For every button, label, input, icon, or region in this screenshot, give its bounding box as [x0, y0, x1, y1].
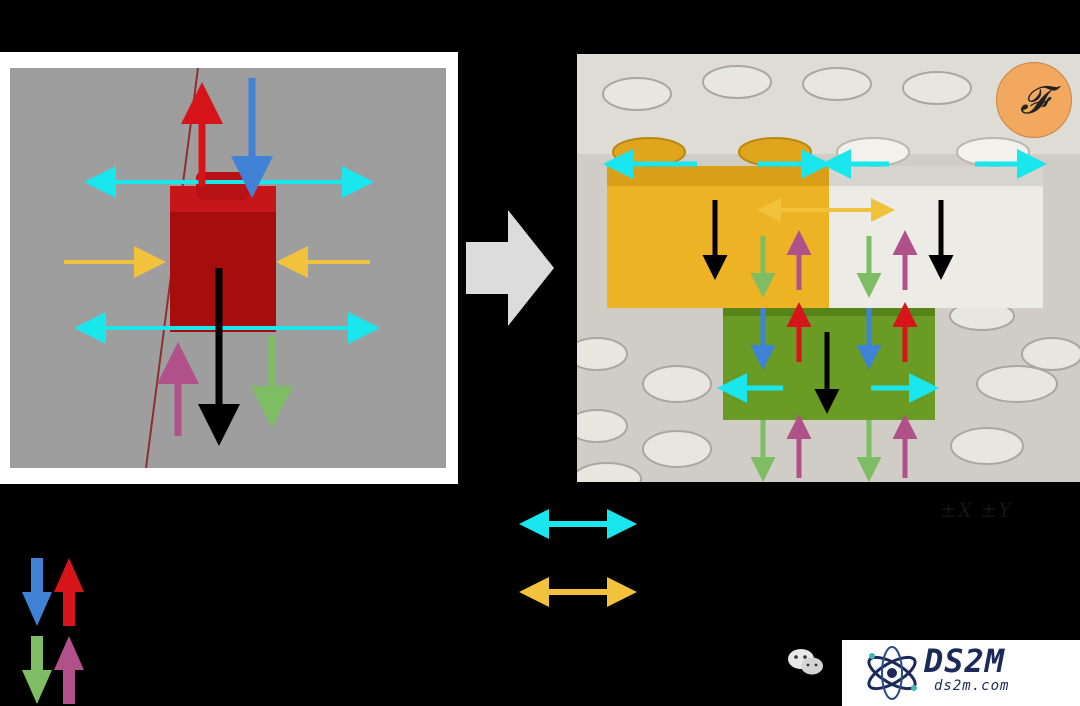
- simulation-scene: [64, 67, 380, 469]
- legend-vertical-arrows: [22, 558, 84, 704]
- white-brick: [829, 166, 1043, 308]
- wechat-icon: [788, 649, 823, 675]
- yellow-brick: [607, 166, 829, 308]
- f-badge: 𝓕: [996, 62, 1072, 138]
- lego-photo: 𝓕: [577, 54, 1080, 482]
- legend-red-arrow: [54, 558, 84, 626]
- legend-blue-arrow: [22, 558, 52, 626]
- watermark-brand: DS2M: [924, 642, 1006, 680]
- transition-arrow-icon: [466, 210, 554, 326]
- watermark: DS2M ds2m.com: [842, 640, 1080, 706]
- legend-green-arrow: [22, 636, 52, 704]
- watermark-site: ds2m.com: [934, 678, 1010, 694]
- legend-magenta-arrow: [54, 636, 84, 704]
- baseplate-studs: [577, 65, 1080, 482]
- simulation-panel: [10, 67, 446, 469]
- axis-label: ±X ±Y: [940, 498, 1013, 522]
- legend-horizontal-arrows: [519, 509, 637, 607]
- atom-logo-icon: [867, 646, 917, 700]
